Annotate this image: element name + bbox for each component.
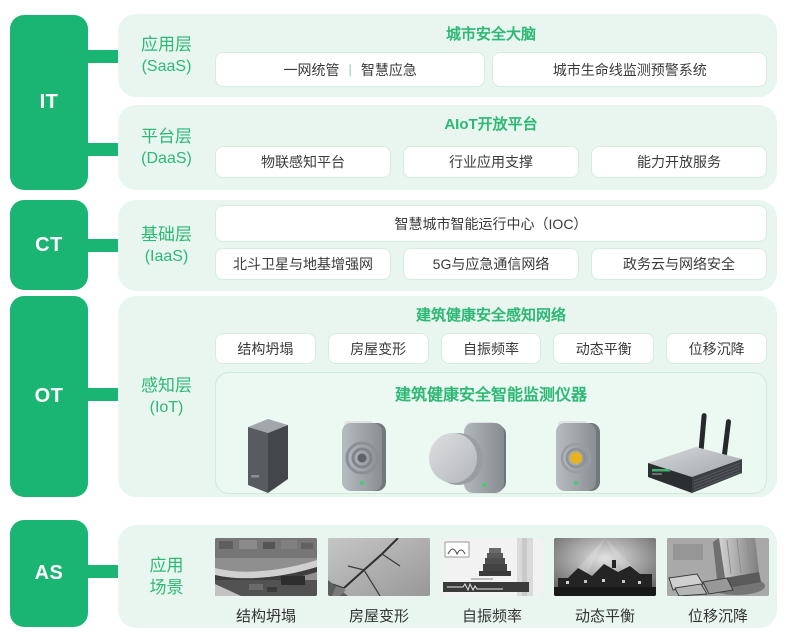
column-sensor-icon bbox=[234, 413, 298, 493]
scene-cell: 自振频率 bbox=[441, 538, 543, 626]
box-5g-emergency-network: 5G与应急通信网络 bbox=[403, 248, 579, 280]
layer-label-line1: 平台层 bbox=[141, 126, 192, 146]
layer-label-line2: (IaaS) bbox=[144, 247, 189, 265]
box-ioc-center: 智慧城市智能运行中心（IOC） bbox=[215, 205, 767, 242]
connector-ot-iot bbox=[85, 388, 122, 401]
device-box-title: 建筑健康安全智能监测仪器 bbox=[394, 387, 587, 404]
scene-caption: 结构坍塌 bbox=[235, 608, 296, 625]
scene-cell: 结构坍塌 bbox=[215, 538, 317, 626]
layer-label-iot: 感知层 (IoT) bbox=[118, 296, 215, 497]
connector-it-saas bbox=[85, 50, 122, 63]
rail-block-ct: CT bbox=[10, 200, 88, 290]
scene-cell: 位移沉降 bbox=[667, 538, 769, 626]
rail-block-label: IT bbox=[39, 91, 59, 113]
box-lifeline-monitoring: 城市生命线监测预警系统 bbox=[492, 52, 767, 87]
box-text: 一网统管 bbox=[283, 61, 340, 78]
layer-label-iaas: 基础层 (IaaS) bbox=[118, 200, 215, 291]
panel-title-city-safety-brain: 城市安全大脑 bbox=[445, 26, 536, 43]
rail-block-as: AS bbox=[10, 520, 88, 627]
rail-block-label: AS bbox=[34, 562, 64, 584]
box-iot-sensing-platform: 物联感知平台 bbox=[215, 146, 391, 178]
device-showcase-box: 建筑健康安全智能监测仪器 bbox=[215, 372, 767, 494]
beacon-sensor-icon bbox=[544, 413, 606, 493]
panel-title-aiot-platform: AIoT开放平台 bbox=[444, 116, 538, 133]
layer-label-saas: 应用层 (SaaS) bbox=[118, 14, 215, 97]
chip-natural-frequency: 自振频率 bbox=[440, 333, 542, 364]
scene-cell: 房屋变形 bbox=[328, 538, 430, 626]
disc-sensor-icon bbox=[424, 413, 512, 493]
panel-platform-layer: 平台层 (DaaS) AIoT开放平台 物联感知平台 行业应用支撑 能力开放服务 bbox=[118, 105, 777, 190]
chip-dynamic-balance: 动态平衡 bbox=[553, 333, 655, 364]
box-gov-cloud-security: 政务云与网络安全 bbox=[591, 248, 767, 280]
scene-caption: 房屋变形 bbox=[348, 608, 409, 625]
scene-image-structural-collapse bbox=[215, 538, 317, 596]
connector-ct-iaas bbox=[85, 239, 122, 252]
box-beidou-network: 北斗卫星与地基增强网 bbox=[215, 248, 391, 280]
layer-label-line2: 场景 bbox=[149, 577, 184, 597]
panel-infrastructure-layer: 基础层 (IaaS) 智慧城市智能运行中心（IOC） 北斗卫星与地基增强网 5G… bbox=[118, 200, 777, 291]
scene-image-displacement-settlement bbox=[667, 538, 769, 596]
rail-block-label: OT bbox=[34, 385, 64, 407]
scene-caption: 动态平衡 bbox=[574, 608, 635, 625]
scene-caption: 自振频率 bbox=[461, 608, 522, 625]
layer-label-line2: (DaaS) bbox=[141, 149, 192, 167]
scene-caption: 位移沉降 bbox=[687, 608, 748, 625]
panel-application-scenes: 应用 场景 bbox=[118, 525, 777, 628]
layer-label-line1: 应用层 bbox=[141, 34, 192, 54]
layer-label-line1: 应用 bbox=[149, 555, 184, 575]
scene-cell: 动态平衡 bbox=[554, 538, 656, 626]
connector-as-scenes bbox=[85, 565, 122, 578]
chip-displacement-settlement: 位移沉降 bbox=[666, 333, 767, 364]
box-capability-open-service: 能力开放服务 bbox=[591, 146, 767, 178]
gateway-router-icon bbox=[638, 409, 748, 493]
rail-block-ot: OT bbox=[10, 296, 88, 497]
connector-it-daas bbox=[85, 143, 122, 156]
chip-house-deformation: 房屋变形 bbox=[327, 333, 429, 364]
rail-block-it: IT bbox=[10, 15, 88, 190]
layer-label-line1: 基础层 bbox=[141, 224, 192, 244]
scene-image-house-deformation bbox=[328, 538, 430, 596]
layer-label-scenes: 应用 场景 bbox=[118, 525, 215, 628]
rail-block-label: CT bbox=[35, 233, 63, 256]
separator: | bbox=[348, 62, 352, 77]
panel-title-sensing-network: 建筑健康安全感知网络 bbox=[415, 307, 566, 324]
layer-label-line1: 感知层 bbox=[141, 375, 192, 395]
box-unified-management: 一网统管 | 智慧应急 bbox=[215, 52, 486, 87]
layer-label-line2: (SaaS) bbox=[141, 57, 192, 75]
box-text: 智慧应急 bbox=[360, 61, 417, 78]
layer-label-daas: 平台层 (DaaS) bbox=[118, 105, 215, 190]
scene-image-dynamic-balance-house bbox=[554, 538, 656, 596]
panel-sensing-layer: 感知层 (IoT) 建筑健康安全感知网络 结构坍塌 房屋变形 自振频率 动态平衡… bbox=[118, 296, 777, 497]
panel-application-layer: 应用层 (SaaS) 城市安全大脑 一网统管 | 智慧应急 城市生命线监测预警系… bbox=[118, 14, 777, 97]
scene-image-natural-frequency-diagram bbox=[441, 538, 543, 596]
chip-structural-collapse: 结构坍塌 bbox=[215, 333, 316, 364]
layer-label-line2: (IoT) bbox=[149, 398, 184, 416]
vibration-sensor-icon bbox=[330, 413, 392, 493]
box-industry-app-support: 行业应用支撑 bbox=[403, 146, 579, 178]
